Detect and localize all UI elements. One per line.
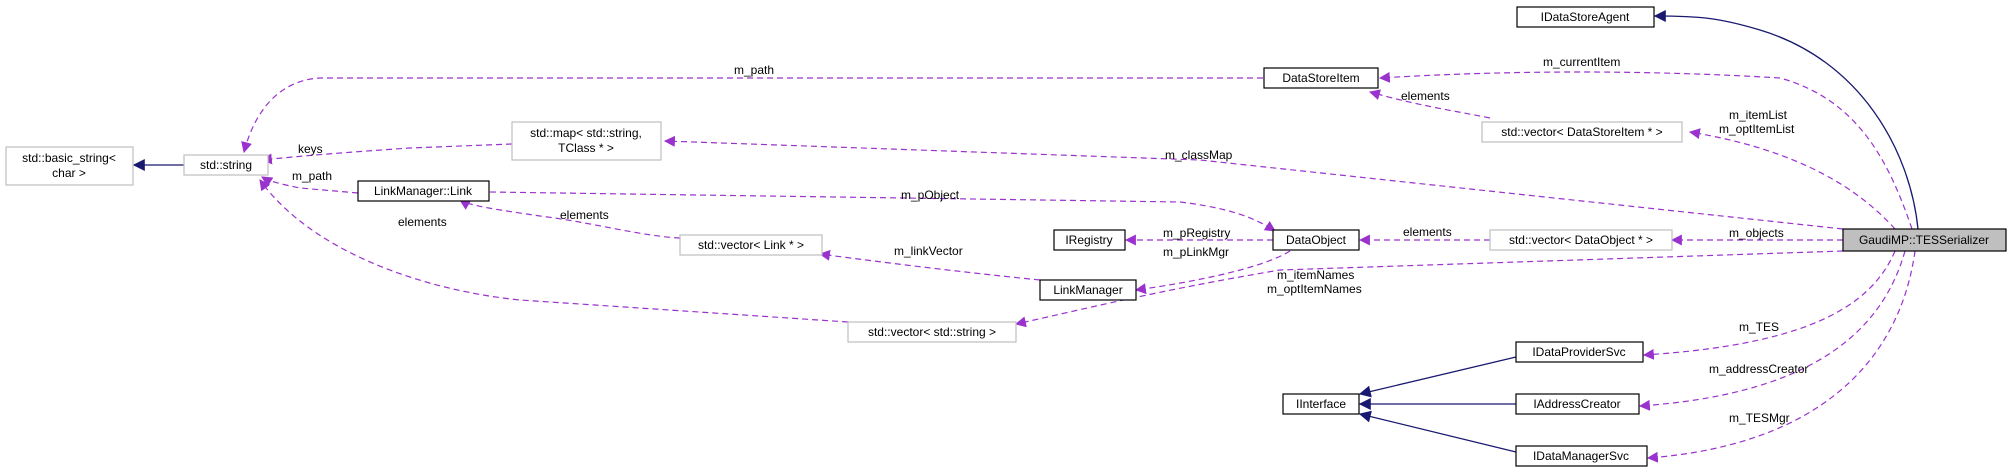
edge-label-m-itemlist-2: m_optItemList xyxy=(1719,122,1795,136)
node-vector-datastoreitem[interactable]: std::vector< DataStoreItem * > xyxy=(1481,121,1683,143)
edge-elements-dsi xyxy=(1368,89,1491,119)
edge-m-itemnames xyxy=(1014,250,1844,328)
edge-label-elements-dsi: elements xyxy=(1401,89,1450,103)
node-iaddresscreator[interactable]: IAddressCreator xyxy=(1515,393,1640,415)
svg-text:IDataManagerSvc: IDataManagerSvc xyxy=(1533,449,1629,463)
node-idatastoreagent[interactable]: IDataStoreAgent xyxy=(1516,6,1655,28)
edge-label-m-currentitem: m_currentItem xyxy=(1543,55,1620,69)
edge-label-m-tes: m_TES xyxy=(1739,320,1779,334)
edge-m-path-top xyxy=(241,77,1263,154)
svg-text:IAddressCreator: IAddressCreator xyxy=(1533,397,1620,411)
edge-label-m-path-top: m_path xyxy=(734,63,774,77)
edge-label-m-path-link: m_path xyxy=(292,169,332,183)
edge-label-m-addresscreator: m_addressCreator xyxy=(1709,362,1808,376)
edge-label-m-tesmgr: m_TESMgr xyxy=(1729,411,1790,425)
edge-m-currentitem xyxy=(1378,71,1913,230)
svg-text:std::basic_string<: std::basic_string< xyxy=(22,151,116,165)
edge-label-elements-string: elements xyxy=(398,215,447,229)
edge-label-m-pregistry: m_pRegistry xyxy=(1163,226,1230,240)
edge-label-elements-link: elements xyxy=(560,208,609,222)
node-idatamanagersvc[interactable]: IDataManagerSvc xyxy=(1515,445,1648,467)
svg-text:std::vector< DataObject * >: std::vector< DataObject * > xyxy=(1509,233,1653,247)
svg-text:LinkManager: LinkManager xyxy=(1053,283,1122,297)
edge-m-itemlist xyxy=(1688,128,1896,230)
node-idataprovidersvc[interactable]: IDataProviderSvc xyxy=(1515,341,1644,363)
svg-text:char >: char > xyxy=(52,166,86,180)
node-iregistry[interactable]: IRegistry xyxy=(1053,229,1126,251)
node-basic-string[interactable]: std::basic_string< char > xyxy=(5,146,134,186)
node-dataobject[interactable]: DataObject xyxy=(1272,229,1360,251)
svg-text:std::map< std::string,: std::map< std::string, xyxy=(530,126,642,140)
node-iinterface[interactable]: IInterface xyxy=(1282,393,1360,415)
svg-text:IDataStoreAgent: IDataStoreAgent xyxy=(1541,10,1630,24)
edge-label-m-objects: m_objects xyxy=(1729,226,1784,240)
edge-m-classmap xyxy=(663,135,1844,230)
edge-m-addresscreator xyxy=(1638,250,1906,411)
node-vector-string[interactable]: std::vector< std::string > xyxy=(847,321,1017,343)
edge-elements-string xyxy=(259,179,849,323)
edge-m-pobject xyxy=(489,191,1276,232)
svg-text:TClass * >: TClass * > xyxy=(558,141,614,155)
edge-label-m-pobject: m_pObject xyxy=(901,188,960,202)
svg-text:DataObject: DataObject xyxy=(1286,233,1347,247)
svg-text:LinkManager::Link: LinkManager::Link xyxy=(374,184,473,198)
edge-label-m-itemnames-2: m_optItemNames xyxy=(1267,282,1362,296)
edge-label-m-linkvector: m_linkVector xyxy=(894,244,963,258)
edge-label-m-plinkmgr: m_pLinkMgr xyxy=(1163,245,1229,259)
svg-text:IRegistry: IRegistry xyxy=(1065,233,1112,247)
edge-idatamanagersvc-to-iinterface xyxy=(1358,410,1517,453)
svg-text:IDataProviderSvc: IDataProviderSvc xyxy=(1532,345,1625,359)
edge-label-m-itemnames-1: m_itemNames xyxy=(1277,268,1354,282)
edge-idataprovidersvc-to-iinterface xyxy=(1358,356,1517,398)
svg-text:std::string: std::string xyxy=(200,158,252,172)
edge-m-path-link xyxy=(261,176,359,194)
svg-text:GaudiMP::TESSerializer: GaudiMP::TESSerializer xyxy=(1859,233,1989,247)
svg-text:IInterface: IInterface xyxy=(1296,397,1346,411)
edge-label-m-itemlist-1: m_itemList xyxy=(1729,108,1788,122)
svg-text:std::vector< Link * >: std::vector< Link * > xyxy=(698,238,804,252)
node-vector-dataobject[interactable]: std::vector< DataObject * > xyxy=(1489,229,1673,251)
edge-m-plinkmgr xyxy=(1134,250,1291,295)
svg-text:std::vector< std::string >: std::vector< std::string > xyxy=(868,325,996,339)
node-linkmanager-link[interactable]: LinkManager::Link xyxy=(357,180,490,202)
node-datastoreitem[interactable]: DataStoreItem xyxy=(1263,67,1379,89)
edge-keys xyxy=(260,143,513,165)
svg-text:DataStoreItem: DataStoreItem xyxy=(1282,71,1359,85)
edge-label-elements-do: elements xyxy=(1403,225,1452,239)
node-vector-link[interactable]: std::vector< Link * > xyxy=(679,234,823,256)
edge-m-tes xyxy=(1642,250,1896,360)
edge-label-m-classmap: m_classMap xyxy=(1165,148,1233,162)
edge-tesserializer-to-idatastoreagent xyxy=(1653,10,1919,230)
svg-text:std::vector< DataStoreItem * >: std::vector< DataStoreItem * > xyxy=(1501,125,1662,139)
edge-m-tesmgr xyxy=(1646,250,1916,463)
edge-elements-link xyxy=(459,199,681,239)
node-std-string[interactable]: std::string xyxy=(183,154,269,176)
node-linkmanager[interactable]: LinkManager xyxy=(1039,279,1137,301)
node-tesserializer[interactable]: GaudiMP::TESSerializer xyxy=(1842,228,2007,252)
edge-label-keys: keys xyxy=(298,142,323,156)
node-map-string-tclass[interactable]: std::map< std::string, TClass * > xyxy=(511,121,662,161)
